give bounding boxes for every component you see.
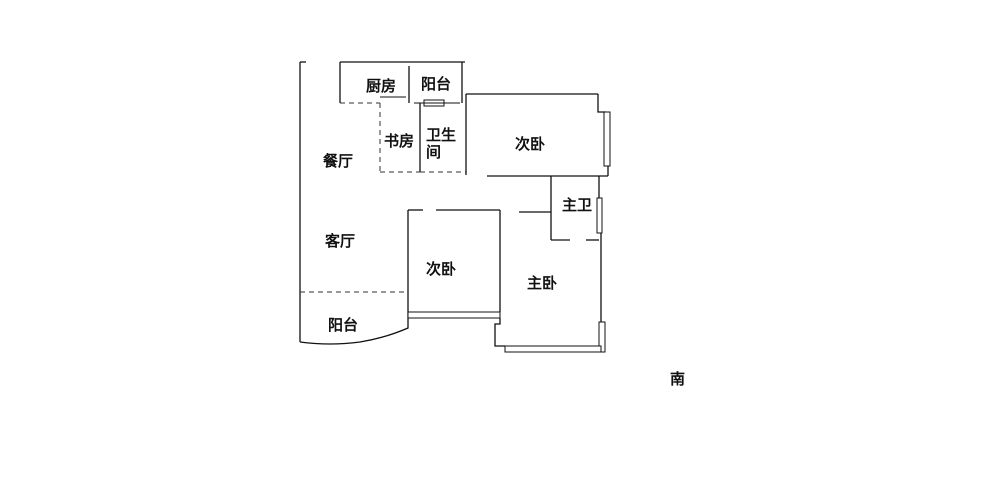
partitions: [300, 102, 466, 293]
window-master-bedroom-south: [504, 345, 602, 353]
label-bathroom-line1: 卫生: [426, 126, 456, 144]
window-master-bath: [596, 197, 603, 234]
label-balcony-top: 阳台: [421, 75, 451, 93]
label-master-bedroom: 主卧: [527, 274, 557, 292]
label-bathroom-line2: 间: [426, 143, 441, 161]
master-bedroom-step: [494, 318, 505, 347]
window-master-bedroom-east: [598, 321, 606, 353]
bedroom-east-notch: [597, 94, 606, 113]
window-east-bedroom: [603, 111, 611, 167]
label-master-bathroom: 主卫: [562, 196, 592, 214]
label-secondary-bedroom-east: 次卧: [515, 135, 545, 153]
bathroom-door-mark: [423, 99, 445, 107]
window-south-bedroom: [407, 311, 501, 319]
label-living-room: 客厅: [324, 232, 355, 250]
room-labels: 厨房 阳台 书房 卫生 间 次卧 餐厅 主卫 客厅 次卧 主卧 阳台: [323, 75, 592, 334]
label-secondary-bedroom-south: 次卧: [426, 260, 456, 278]
walls: [299, 61, 609, 347]
windows: [407, 111, 611, 353]
label-kitchen: 厨房: [366, 77, 396, 95]
label-dining-room: 餐厅: [323, 152, 353, 170]
balcony-curve: [299, 312, 409, 345]
compass-south-label: 南: [670, 370, 685, 388]
label-balcony-bottom: 阳台: [328, 316, 358, 334]
label-study: 书房: [384, 132, 414, 150]
